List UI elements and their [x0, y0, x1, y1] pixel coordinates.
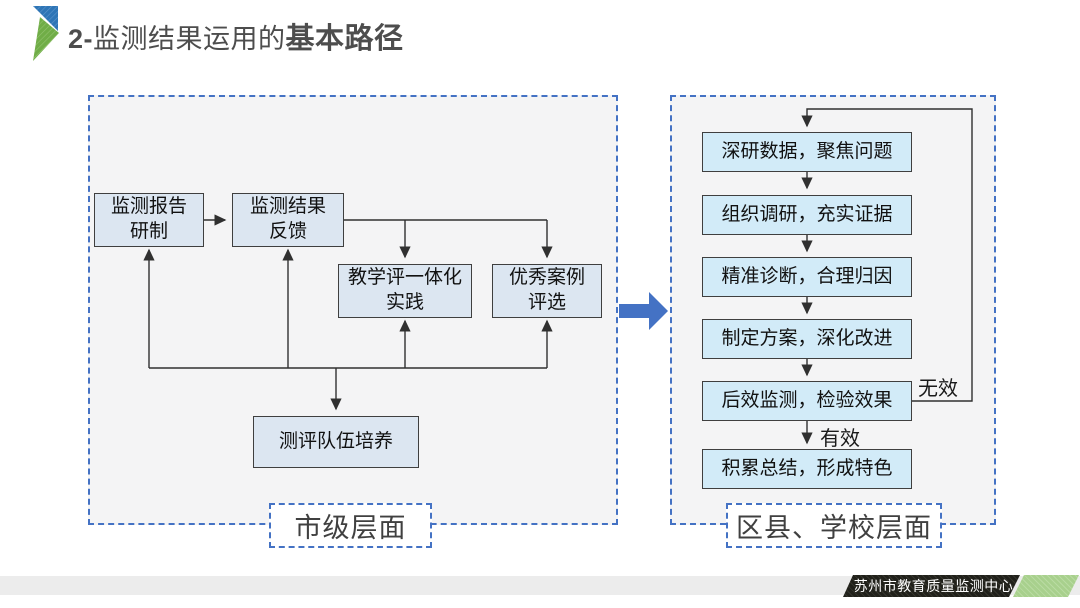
flow-box-case-selection: 优秀案例 评选 [492, 264, 602, 318]
flow-box-step-analyze-data: 深研数据，聚焦问题 [702, 132, 912, 172]
city-level-caption: 市级层面 [269, 503, 432, 548]
flow-box-step-post-monitor: 后效监测，检验效果 [702, 381, 912, 421]
flow-box-teaching-eval-practice: 教学评一体化 实践 [338, 264, 472, 318]
flow-box-team-training: 测评队伍培养 [253, 416, 419, 468]
footer-green-accent [1013, 575, 1079, 597]
logo-chevron-icon [33, 6, 59, 61]
page-title: 2-监测结果运用的基本路径 [68, 15, 404, 57]
flow-box-step-plan-improve: 制定方案，深化改进 [702, 319, 912, 359]
footer-org-plate: 苏州市教育质量监测中心 [843, 575, 1020, 597]
title-number: 2- [68, 24, 94, 54]
branch-label-valid: 有效 [820, 428, 860, 450]
title-bold: 基本路径 [285, 23, 404, 55]
flow-arrow-icon [619, 292, 668, 330]
flow-box-result-feedback: 监测结果 反馈 [232, 193, 344, 247]
district-level-panel: 深研数据，聚焦问题 组织调研，充实证据 精准诊断，合理归因 制定方案，深化改进 … [670, 95, 996, 548]
footer-band [0, 576, 1080, 595]
title-regular: 监测结果运用的 [93, 24, 286, 54]
flow-box-monitor-report: 监测报告 研制 [94, 193, 204, 247]
header: 2-监测结果运用的基本路径 [0, 0, 1080, 70]
district-level-caption: 区县、学校层面 [726, 503, 942, 548]
branch-label-invalid: 无效 [918, 378, 958, 400]
flow-box-step-diagnose: 精准诊断，合理归因 [702, 257, 912, 297]
flow-box-step-summarize: 积累总结，形成特色 [702, 449, 912, 489]
city-level-panel: 监测报告 研制 监测结果 反馈 教学评一体化 实践 优秀案例 评选 测评队伍培养… [88, 95, 618, 548]
flow-box-step-organize-research: 组织调研，充实证据 [702, 195, 912, 235]
